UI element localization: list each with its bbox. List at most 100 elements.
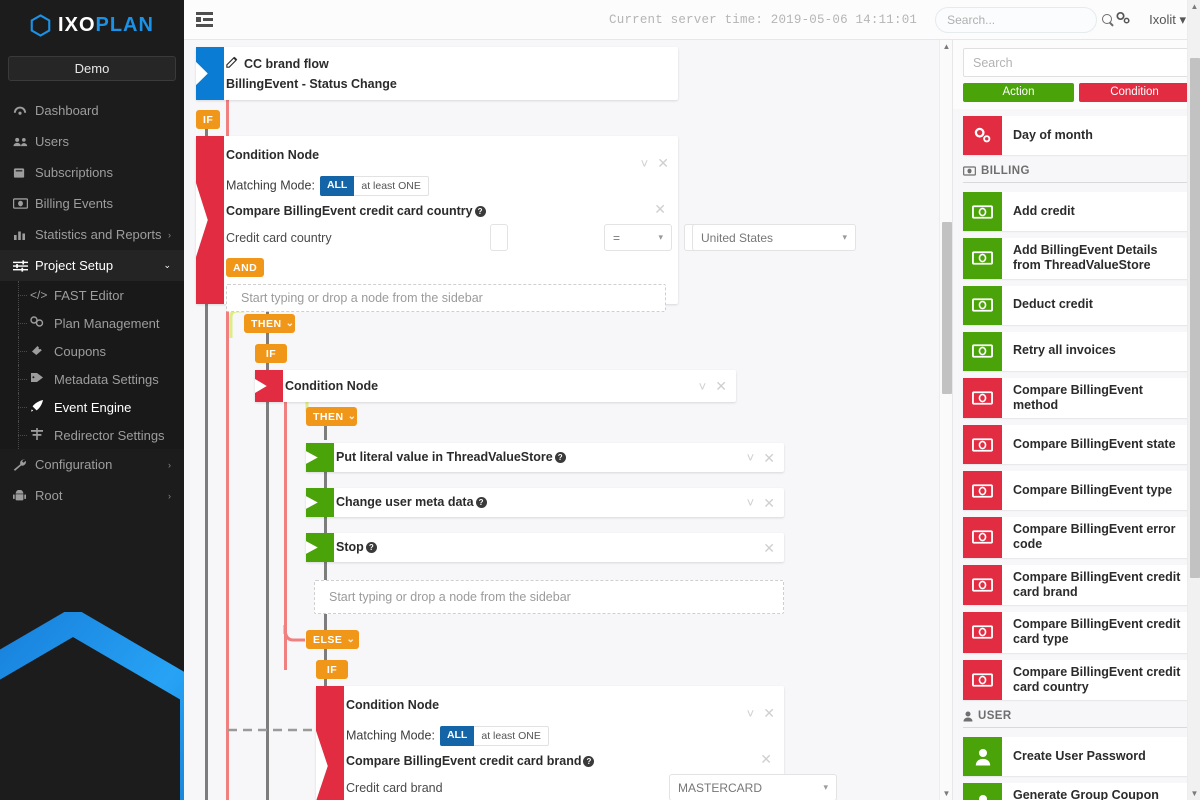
gears-icon[interactable] (1115, 11, 1131, 29)
sidebar-item-root[interactable]: Root › (0, 480, 184, 511)
banknote-icon (963, 285, 1002, 325)
node-library-item[interactable]: Compare BillingEvent credit card brand (963, 564, 1190, 605)
actions-dropzone[interactable]: Start typing or drop a node from the sid… (314, 580, 784, 614)
help-icon[interactable]: ? (475, 497, 487, 508)
sidebar-item-users[interactable]: Users (0, 126, 184, 157)
chevron-down-icon[interactable]: ˅ (640, 155, 649, 171)
sidebar-item-configuration[interactable]: Configuration › (0, 449, 184, 480)
chevron-down-icon[interactable]: ˅ (746, 705, 755, 721)
node-library-item[interactable]: Retry all invoices (963, 331, 1190, 371)
node-library-item[interactable]: Add BillingEvent Details from ThreadValu… (963, 238, 1190, 279)
banknote-icon (963, 377, 1002, 418)
node-library-item[interactable]: Day of month (963, 116, 1190, 155)
pill-and-1[interactable]: AND (226, 258, 265, 277)
sidebar-subitem-plan-management[interactable]: Plan Management (0, 309, 184, 337)
matching-mode-all[interactable]: ALL (439, 726, 475, 746)
flow-start-card[interactable]: CC brand flow BillingEvent - Status Chan… (196, 47, 678, 100)
pill-if-3[interactable]: IF (316, 660, 348, 679)
node-library-item[interactable]: Compare BillingEvent error code (963, 517, 1190, 558)
condition-value-select[interactable]: MASTERCARD ▾ (669, 774, 837, 800)
matching-mode-all[interactable]: ALL (319, 176, 355, 196)
node-library-item[interactable]: Generate Group Coupon Code (963, 783, 1190, 800)
action-node-put-literal-value[interactable]: Put literal value in ThreadValueStore? ˅… (306, 443, 784, 472)
close-icon[interactable]: ✕ (715, 378, 727, 394)
close-icon[interactable]: ✕ (763, 539, 775, 556)
pill-label: ELSE (313, 633, 343, 646)
edit-icon[interactable] (226, 56, 238, 71)
close-icon[interactable]: ✕ (763, 705, 775, 721)
sidebar-item-billing-events[interactable]: Billing Events (0, 188, 184, 219)
scroll-down-icon[interactable]: ▼ (1190, 789, 1199, 798)
close-icon[interactable]: ✕ (763, 449, 775, 466)
scroll-up-icon[interactable]: ▲ (942, 42, 951, 51)
sidebar-nav: Dashboard Users Subscriptions Billing Ev… (0, 95, 184, 511)
help-icon[interactable]: ? (583, 756, 595, 767)
node-library-section-label: USER (978, 710, 1012, 722)
pill-if-2[interactable]: IF (255, 344, 287, 363)
node-library-search-input[interactable] (963, 48, 1190, 77)
brand-name-blue: PLAN (95, 13, 154, 36)
node-library-item[interactable]: Add credit (963, 192, 1190, 231)
action-node-stop[interactable]: Stop? ✕ (306, 533, 784, 562)
node-library-item[interactable]: Deduct credit (963, 285, 1190, 325)
sidebar-subitem-event-engine[interactable]: Event Engine (0, 393, 184, 421)
node-library-item[interactable]: Compare BillingEvent credit card country (963, 659, 1190, 700)
node-library-item[interactable]: Compare BillingEvent method (963, 377, 1190, 418)
pill-then-1[interactable]: THEN ⌄ (244, 314, 295, 333)
help-icon[interactable]: ? (474, 206, 486, 217)
condition-value-select[interactable]: United States ▾ (692, 224, 856, 251)
help-icon[interactable]: ? (365, 542, 377, 553)
sidebar-subitem-fast-editor[interactable]: </> FAST Editor (0, 281, 184, 309)
chevron-down-icon[interactable]: ˅ (698, 378, 707, 394)
sidebar-item-project-setup[interactable]: Project Setup ⌄ (0, 250, 184, 281)
node-library-item[interactable]: Compare BillingEvent state (963, 425, 1190, 464)
node-library-item[interactable]: Compare BillingEvent type (963, 471, 1190, 510)
tab-action[interactable]: Action (963, 83, 1074, 102)
close-icon[interactable]: ✕ (763, 494, 775, 511)
canvas-scrollbar-thumb[interactable] (941, 222, 952, 394)
condition-node-2[interactable]: Condition Node ˅ ✕ (255, 370, 736, 402)
node-library-section-header: USER (963, 707, 1190, 728)
project-switcher-button[interactable]: Demo (8, 56, 176, 81)
operator-select[interactable]: = ▾ (604, 224, 672, 251)
search-icon (1102, 14, 1113, 25)
help-icon[interactable]: ? (554, 452, 566, 463)
close-icon[interactable]: ✕ (657, 155, 669, 171)
sidebar-item-dashboard[interactable]: Dashboard (0, 95, 184, 126)
node-library-item[interactable]: Compare BillingEvent credit card type (963, 612, 1190, 653)
pill-then-2[interactable]: THEN ⌄ (306, 407, 357, 426)
matching-mode-one[interactable]: at least ONE (354, 176, 429, 196)
right-panel-scrollbar[interactable]: ▲ ▼ (1187, 0, 1200, 800)
pill-if-1[interactable]: IF (196, 110, 221, 129)
chevron-down-icon[interactable]: ˅ (746, 495, 755, 510)
remove-condition-icon[interactable]: ✕ (760, 751, 772, 767)
sidebar-subitem-redirector-settings[interactable]: Redirector Settings (0, 421, 184, 449)
remove-condition-icon[interactable]: ✕ (654, 201, 666, 217)
sidebar-toggle-icon[interactable] (196, 12, 213, 27)
matching-mode-one[interactable]: at least ONE (474, 726, 549, 746)
pill-else[interactable]: ELSE ⌄ (306, 630, 359, 649)
global-search[interactable] (935, 6, 1113, 33)
chevron-down-icon[interactable]: ˅ (746, 450, 755, 465)
scroll-up-icon[interactable]: ▲ (1190, 2, 1199, 11)
canvas-scrollbar[interactable]: ▲ ▼ (939, 40, 952, 800)
search-input[interactable] (947, 12, 1103, 27)
pill-label: THEN (251, 317, 282, 330)
user-menu-button[interactable]: Ixolit ▾ (1149, 12, 1186, 28)
sidebar-subitem-coupons[interactable]: Coupons (0, 337, 184, 365)
sidebar-item-subscriptions[interactable]: Subscriptions (0, 157, 184, 188)
sidebar-item-statistics-and-reports[interactable]: Statistics and Reports › (0, 219, 184, 250)
scroll-down-icon[interactable]: ▼ (942, 789, 951, 798)
sidebar-subitem-metadata-settings[interactable]: Metadata Settings (0, 365, 184, 393)
right-panel-scrollbar-thumb[interactable] (1189, 58, 1200, 578)
pill-label: AND (233, 261, 258, 274)
condition-dropzone-1[interactable]: Start typing or drop a node from the sid… (226, 284, 666, 312)
tab-condition[interactable]: Condition (1079, 83, 1190, 102)
sidebar-subitem-label: FAST Editor (54, 287, 124, 303)
action-node-change-user-meta-data[interactable]: Change user meta data? ˅ ✕ (306, 488, 784, 517)
node-library-item[interactable]: Create User Password (963, 737, 1190, 776)
flow-rail-branch-1 (226, 100, 229, 800)
